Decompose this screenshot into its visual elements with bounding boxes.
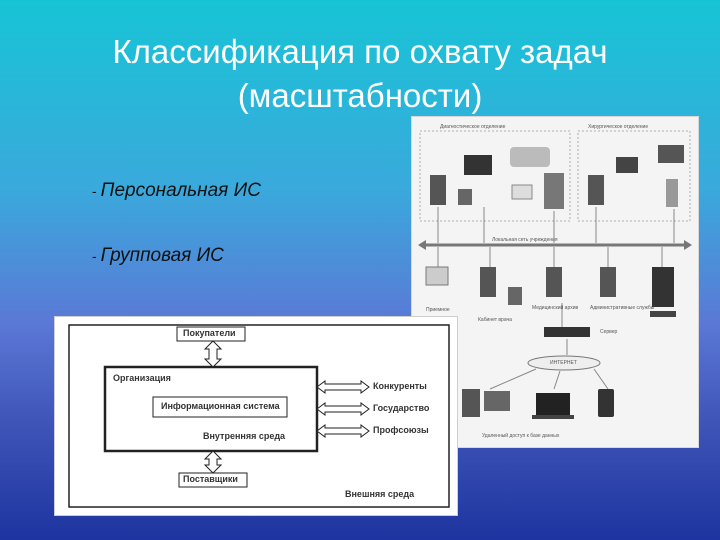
label-state: Государство (373, 403, 430, 413)
caption-diagnostic: Диагностическое отделение (440, 124, 506, 130)
bullet-dash: - (92, 183, 97, 199)
slide-title: Классификация по охвату задач (масштабно… (60, 30, 660, 118)
caption-internet: ИНТЕРНЕТ (550, 360, 577, 366)
caption-bus: Локальная сеть учреждения (492, 237, 558, 243)
bullet-group-is: -Групповая ИС (92, 245, 224, 267)
label-external-env: Внешняя среда (345, 489, 415, 499)
caption-admin: Административные службы (590, 305, 655, 311)
bullet-dash: - (92, 248, 97, 264)
network-drawing (418, 130, 692, 419)
caption-remote: Удаленный доступ к базе данных (482, 433, 560, 439)
caption-archive: Медицинский архив (532, 305, 579, 311)
label-buyers: Покупатели (183, 328, 236, 338)
org-environment-diagram: Покупатели Организация Информационная си… (54, 316, 458, 516)
caption-doctor: Кабинет врача (478, 317, 512, 323)
bullet-personal-is: -Персональная ИС (92, 180, 261, 202)
label-organization: Организация (113, 373, 171, 383)
label-info-system: Информационная система (161, 401, 280, 411)
caption-reception: Приемное (426, 307, 450, 313)
label-suppliers: Поставщики (183, 474, 238, 484)
label-unions: Профсоюзы (373, 425, 429, 435)
caption-surgery: Хирургическое отделение (588, 124, 649, 130)
diagram-drawing (68, 324, 450, 508)
label-competitors: Конкуренты (373, 381, 427, 391)
title-line-1: Классификация по охвату задач (112, 33, 608, 70)
title-line-2: (масштабности) (237, 77, 483, 114)
bullet-text: Персональная ИС (100, 180, 261, 201)
network-image: Диагностическое отделение Хирургическое … (411, 116, 699, 448)
bullet-text: Групповая ИС (100, 245, 224, 266)
label-internal-env: Внутренняя среда (203, 431, 286, 441)
caption-server: Сервер (600, 329, 618, 335)
